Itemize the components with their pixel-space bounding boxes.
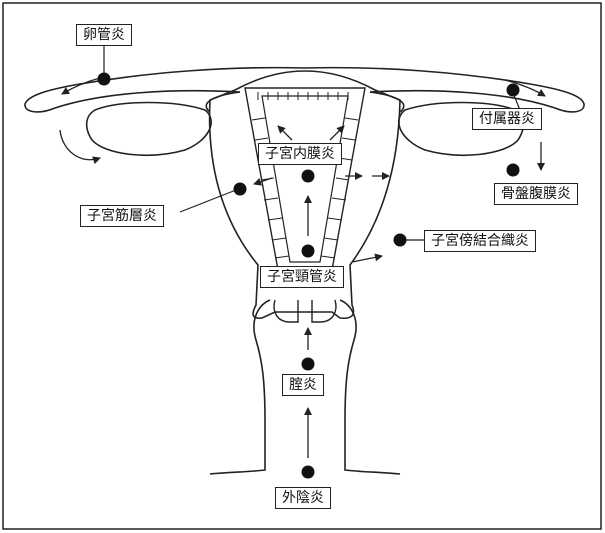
label-adnexitis: 付属器炎 [472,108,542,130]
left-ovary-arrow [60,130,100,160]
label-pelvic-peritonitis: 骨盤腹膜炎 [494,183,578,205]
cervix-bulge-right [312,300,336,322]
cervix-bulge-left [274,300,298,322]
label-endometritis: 子宮内膜炎 [258,143,342,165]
label-salpingitis: 卵管炎 [76,24,132,46]
label-vaginitis: 腟炎 [282,374,324,396]
dot-right-tube [507,84,520,97]
label-myometritis: 子宮筋層炎 [80,205,164,227]
right-tube-lower [370,92,404,112]
left-ovary [87,103,211,156]
arrow-endometrium-left [254,178,272,184]
dot-cervix [302,245,315,258]
left-tube-lower [206,92,240,112]
dot-parametrium [394,234,407,247]
dot-endometrium [302,170,315,183]
leader-myometrium [180,190,236,212]
cervix-vagina-right [340,300,400,474]
label-vulvitis: 外陰炎 [275,487,331,509]
label-parametritis: 子宮傍結合織炎 [424,230,536,252]
dot-vagina [302,358,315,371]
dot-myometrium [234,183,247,196]
dot-oviduct [98,73,111,86]
arrow-endometrium-up-left [278,126,292,140]
dot-vulva [302,466,315,479]
cervix-vagina-left [210,300,270,474]
dot-pelvis [507,164,520,177]
label-cervicitis: 子宮頸管炎 [260,266,344,288]
